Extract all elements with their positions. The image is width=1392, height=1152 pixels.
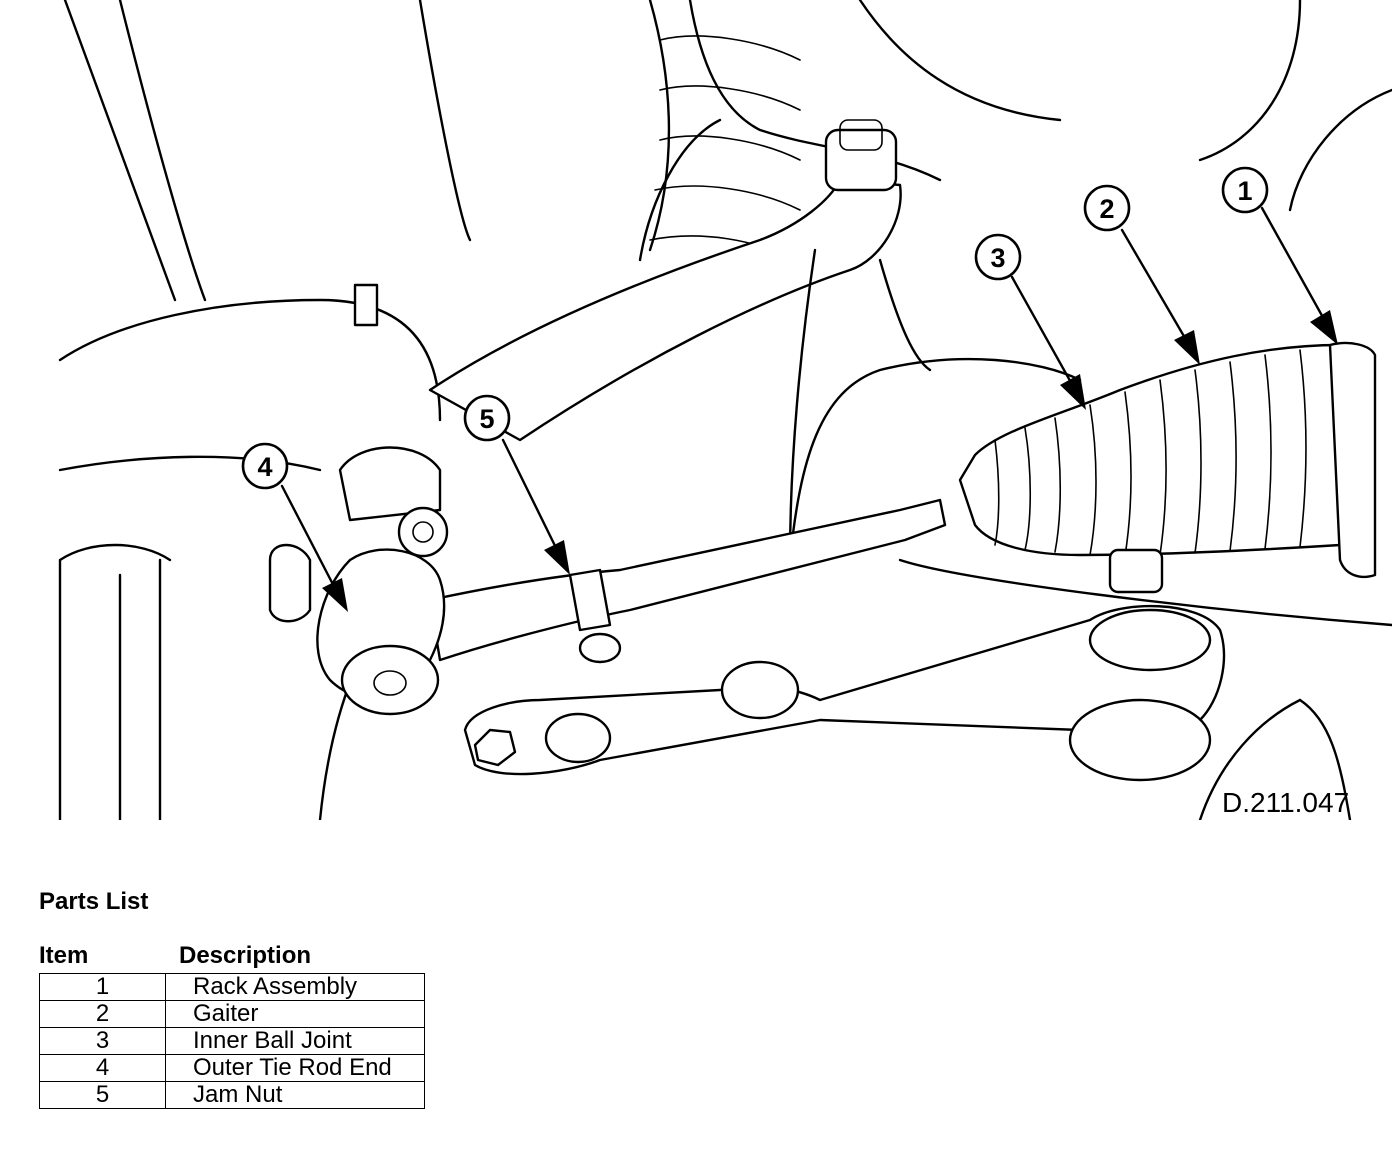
parts-list-title: Parts List xyxy=(39,888,149,915)
parts-list-table: 1 Rack Assembly 2 Gaiter 3 Inner Ball Jo… xyxy=(39,973,425,1109)
callout-4-label: 4 xyxy=(257,452,272,482)
steering-rack-illustration: 1 2 3 4 5 D.211.047 xyxy=(58,0,1392,820)
table-row: 2 Gaiter xyxy=(39,1000,425,1028)
item-number: 1 xyxy=(39,973,166,1001)
rack-housing xyxy=(1328,341,1377,579)
gaiter-bellows xyxy=(958,343,1342,557)
lower-control-arm xyxy=(463,548,1226,782)
item-description: Outer Tie Rod End xyxy=(165,1054,425,1082)
callout-1-label: 1 xyxy=(1237,176,1252,206)
table-row: 1 Rack Assembly xyxy=(39,973,425,1001)
upper-spring-assembly xyxy=(648,0,801,261)
table-row: 4 Outer Tie Rod End xyxy=(39,1054,425,1082)
callout-2: 2 xyxy=(1083,184,1131,232)
callout-4: 4 xyxy=(241,442,289,490)
callout-3-label: 3 xyxy=(990,243,1005,273)
table-row: 5 Jam Nut xyxy=(39,1081,425,1109)
table-row: 3 Inner Ball Joint xyxy=(39,1027,425,1055)
item-description: Jam Nut xyxy=(165,1081,425,1109)
callout-5-label: 5 xyxy=(479,404,494,434)
item-number: 5 xyxy=(39,1081,166,1109)
parts-list-header-description: Description xyxy=(179,942,312,969)
item-number: 3 xyxy=(39,1027,166,1055)
arrow-head-4 xyxy=(322,578,348,612)
leader-lines xyxy=(280,206,1338,612)
callout-2-label: 2 xyxy=(1099,194,1114,224)
callout-3: 3 xyxy=(974,233,1022,281)
outer-tie-rod-end xyxy=(316,548,446,716)
upper-link-arm xyxy=(428,119,932,562)
arrow-head-1 xyxy=(1310,310,1338,345)
steering-knuckle xyxy=(268,283,449,623)
item-description: Gaiter xyxy=(165,1000,425,1028)
item-number: 2 xyxy=(39,1000,166,1028)
tie-rod xyxy=(428,498,947,662)
item-number: 4 xyxy=(39,1054,166,1082)
arrow-head-3 xyxy=(1060,374,1086,410)
callout-5: 5 xyxy=(463,394,511,442)
parts-list-header-item: Item xyxy=(39,942,89,969)
arrow-head-5 xyxy=(544,540,570,575)
item-description: Inner Ball Joint xyxy=(165,1027,425,1055)
arrow-head-2 xyxy=(1174,330,1200,365)
drawing-reference: D.211.047 xyxy=(1222,787,1349,818)
callout-1: 1 xyxy=(1221,166,1269,214)
item-description: Rack Assembly xyxy=(165,973,425,1001)
